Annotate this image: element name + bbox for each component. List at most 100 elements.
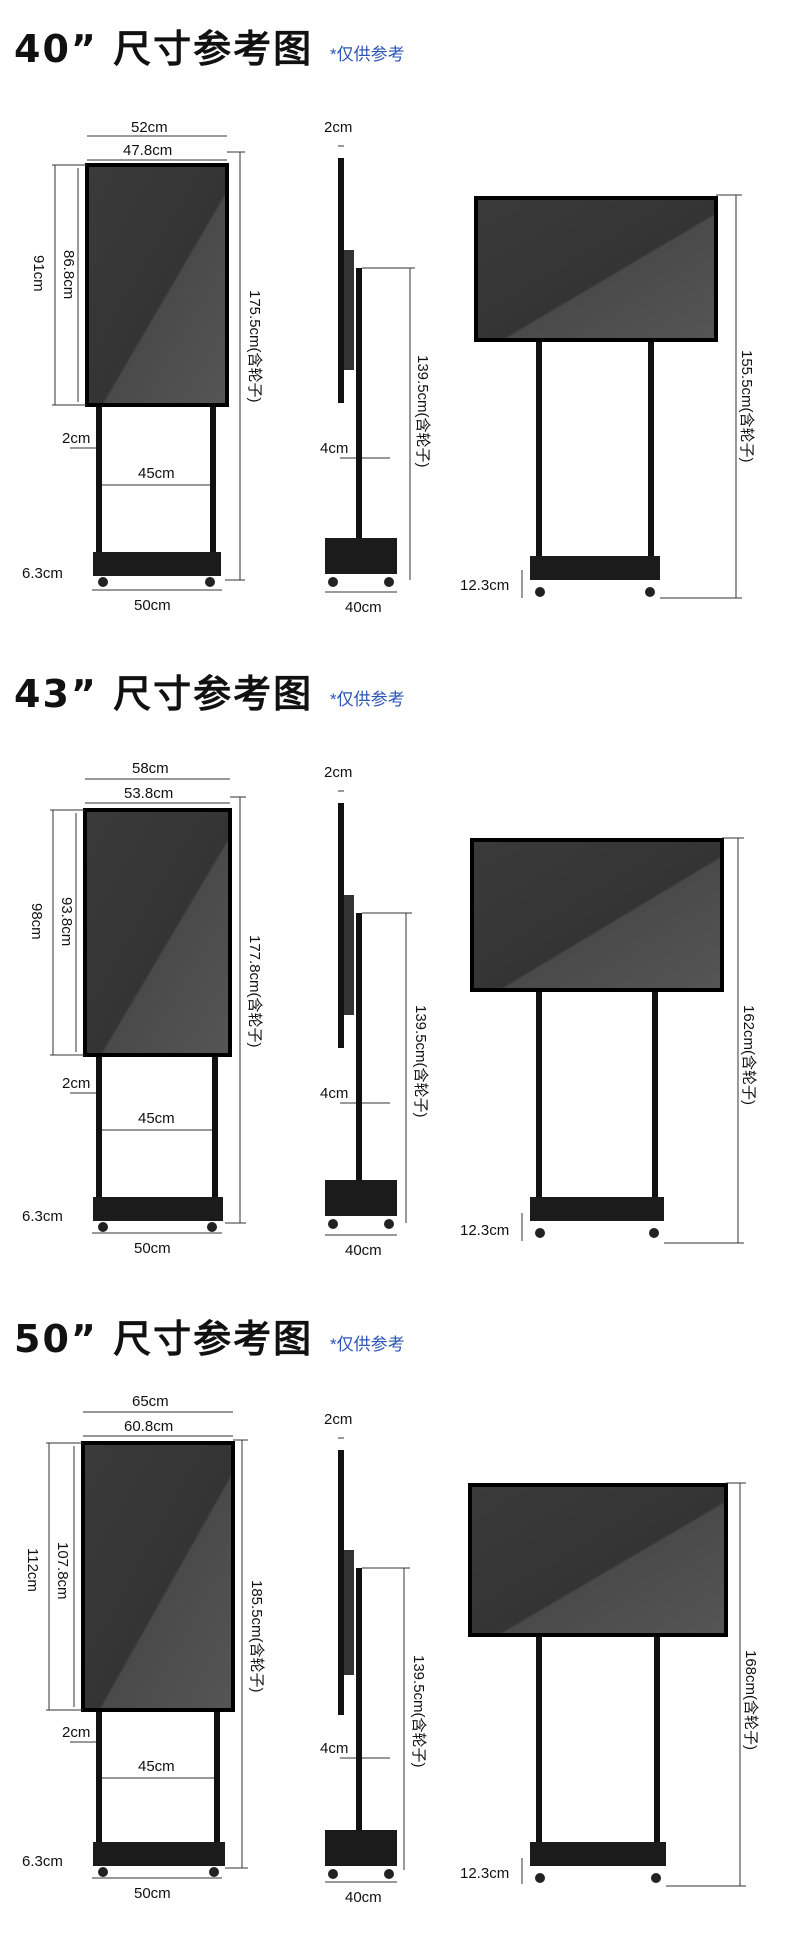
front-pole-gap-label: 45cm [138,1110,175,1127]
front-outer-height-label: 98cm [28,903,45,940]
section-title: 43” 尺寸参考图 [14,672,314,716]
landscape-wheel [535,1873,545,1883]
landscape-base-height-label: 12.3cm [460,577,509,594]
front-base [93,552,221,576]
front-base-height-label: 6.3cm [22,1208,63,1225]
landscape-screen [470,838,724,992]
landscape-base [530,1842,666,1866]
front-wheel [209,1867,219,1877]
side-pole [356,1568,362,1843]
section-title: 50” 尺寸参考图 [14,1317,314,1361]
landscape-base-height-label: 12.3cm [460,1865,509,1882]
front-screen-width-label: 47.8cm [123,142,172,159]
front-base-height-label: 6.3cm [22,565,63,582]
front-base [93,1842,225,1866]
side-thickness-label: 2cm [324,1411,352,1428]
landscape-wheel [649,1228,659,1238]
side-wheel [384,1869,394,1879]
front-base-width-label: 50cm [134,1885,171,1902]
side-bracket [344,250,354,370]
front-pole-gap-label: 45cm [138,465,175,482]
side-wheel [384,1219,394,1229]
section-50: 50” 尺寸参考图 *仅供参考 65cm 60.8cm 112cm 107.8c [0,1290,800,1930]
front-base [93,1197,223,1221]
front-screen [85,163,229,407]
front-pole-right [214,1710,220,1842]
landscape-wheel [535,1228,545,1238]
front-pole-left [96,1055,102,1197]
side-pole [356,913,362,1198]
section-title: 40” 尺寸参考图 [14,27,314,71]
front-outer-height-label: 112cm [24,1548,41,1592]
front-screen-height-label: 86.8cm [60,250,77,299]
landscape-view: 168cm(含轮子) 12.3cm [460,1482,759,1887]
landscape-total-height-label: 168cm(含轮子) [742,1650,759,1750]
front-base-width-label: 50cm [134,597,171,614]
landscape-pole-left [536,985,542,1201]
side-wheel [328,1869,338,1879]
front-wheel [205,577,215,587]
front-outer-height-label: 91cm [30,255,47,292]
front-base-width-label: 50cm [134,1240,171,1257]
front-wheel [98,1867,108,1877]
front-screen [83,808,232,1057]
landscape-screen [474,196,718,342]
side-wheel [328,1219,338,1229]
front-view: 52cm 47.8cm 91cm 86.8cm 175.5cm(含轮子) 2cm… [22,119,263,614]
landscape-base [530,1197,664,1221]
side-mount-height-label: 139.5cm(含轮子) [414,355,431,468]
side-thickness-label: 2cm [324,119,352,136]
section-40: 40” 尺寸参考图 *仅供参考 [0,0,800,640]
landscape-base-height-label: 12.3cm [460,1222,509,1239]
side-mount-height-label: 139.5cm(含轮子) [410,1655,427,1768]
side-thickness-label: 2cm [324,764,352,781]
landscape-screen [468,1483,728,1637]
landscape-base [530,556,660,580]
side-screen [338,803,344,1048]
front-wheel [207,1222,217,1232]
side-screen [338,158,344,403]
side-wheel [384,577,394,587]
front-total-height-label: 175.5cm(含轮子) [246,290,263,403]
reference-note: *仅供参考 [330,45,405,64]
front-view: 65cm 60.8cm 112cm 107.8cm 185.5cm(含轮子) 2… [22,1393,265,1902]
landscape-view: 162cm(含轮子) 12.3cm [460,837,757,1244]
front-screen [81,1441,235,1712]
side-pole-label: 4cm [320,1740,348,1757]
front-pole-gap-label: 45cm [138,1758,175,1775]
side-view: 2cm 139.5cm(含轮子) 4cm 40cm [320,119,431,616]
section-43: 43” 尺寸参考图 *仅供参考 58cm 53.8cm 98cm 93.8cm [0,645,800,1285]
front-outer-width-label: 58cm [132,760,169,777]
side-base [325,1830,397,1866]
front-pole-right [210,405,216,553]
front-outer-width-label: 52cm [131,119,168,136]
front-pole-label: 2cm [62,1724,90,1741]
front-pole-left [96,1710,102,1842]
reference-note: *仅供参考 [330,1335,405,1354]
side-pole-label: 4cm [320,440,348,457]
side-bracket [344,1550,354,1675]
landscape-total-height-label: 155.5cm(含轮子) [738,350,755,463]
front-outer-width-label: 65cm [132,1393,169,1410]
front-total-height-label: 177.8cm(含轮子) [246,935,263,1048]
landscape-wheel [645,587,655,597]
front-wheel [98,1222,108,1232]
side-wheel [328,577,338,587]
landscape-pole-left [536,1635,542,1846]
front-pole-label: 2cm [62,430,90,447]
side-bracket [344,895,354,1015]
front-screen-width-label: 60.8cm [124,1418,173,1435]
reference-note: *仅供参考 [330,690,405,709]
side-base-depth-label: 40cm [345,599,382,616]
landscape-pole-left [536,340,542,560]
front-total-height-label: 185.5cm(含轮子) [248,1580,265,1693]
landscape-pole-right [652,985,658,1201]
front-screen-height-label: 107.8cm [54,1542,71,1600]
front-screen-width-label: 53.8cm [124,785,173,802]
landscape-wheel [651,1873,661,1883]
landscape-pole-right [648,340,654,560]
front-pole-label: 2cm [62,1075,90,1092]
side-base [325,1180,397,1216]
landscape-pole-right [654,1635,660,1846]
front-wheel [98,577,108,587]
